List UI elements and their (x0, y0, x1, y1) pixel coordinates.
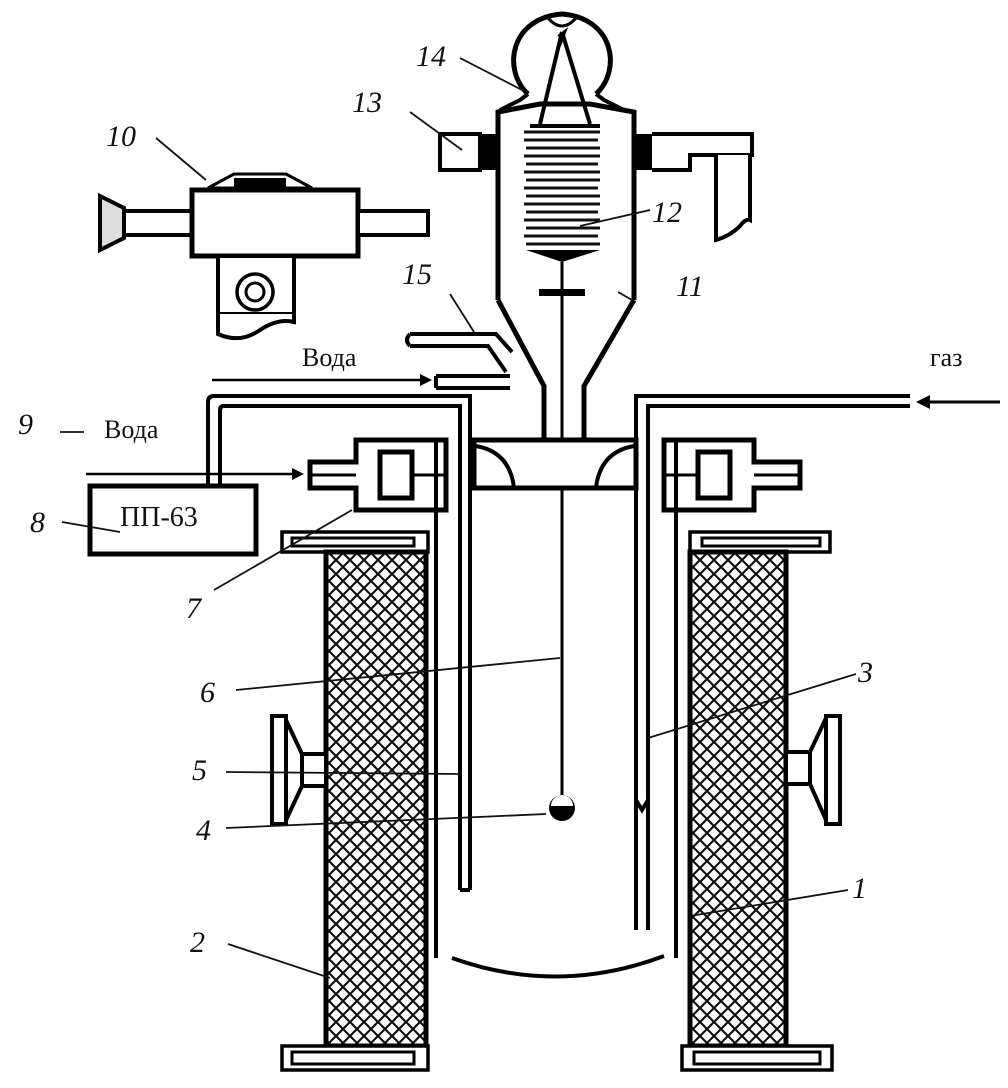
water-tubes (212, 332, 514, 390)
gas-label: газ (930, 343, 962, 372)
right-heater-block (687, 549, 789, 1049)
label-13: 13 (352, 86, 382, 119)
label-9: 9 (18, 408, 33, 441)
telescope (98, 172, 430, 341)
telescope-body (189, 187, 361, 259)
leader-lines (60, 57, 857, 979)
telescope-mount (216, 254, 296, 316)
label-6: 6 (200, 676, 215, 709)
damper-plate (539, 289, 585, 296)
pp63-label: ПП-63 (120, 502, 198, 533)
label-11: 11 (676, 270, 704, 303)
left-support-knob (270, 714, 328, 826)
telescope-mount-ring (235, 272, 275, 312)
label-8: 8 (30, 506, 45, 539)
head-flange (86, 394, 1000, 930)
telescope-eyepiece (98, 192, 126, 254)
upper-chamber (438, 11, 754, 440)
furnace (270, 488, 842, 1072)
label-14: 14 (416, 40, 446, 73)
label-12: 12 (652, 196, 682, 229)
label-3: 3 (857, 656, 873, 689)
water-outlet-tube (410, 332, 514, 374)
label-5: 5 (192, 754, 207, 787)
crucible-bottom (451, 954, 665, 979)
right-support-knob (784, 714, 842, 826)
number-labels: 10 14 13 12 15 11 9 8 7 6 5 4 3 1 2 (18, 40, 873, 959)
label-2: 2 (190, 926, 205, 959)
glass-bulb (511, 11, 613, 96)
label-10: 10 (106, 120, 136, 153)
telescope-tube-left (122, 209, 194, 237)
telescope-tube-right (356, 209, 430, 237)
label-15: 15 (402, 258, 432, 291)
water-left-label: Вода (104, 415, 159, 444)
label-1: 1 (852, 872, 867, 905)
label-7: 7 (186, 592, 203, 625)
pp63-device: ПП-63 (87, 483, 259, 557)
label-4: 4 (196, 814, 211, 847)
text-labels: Вода Вода газ (104, 343, 962, 444)
left-heater-block (323, 549, 429, 1049)
water-top-label: Вода (302, 343, 357, 372)
torsion-spring (524, 130, 600, 246)
